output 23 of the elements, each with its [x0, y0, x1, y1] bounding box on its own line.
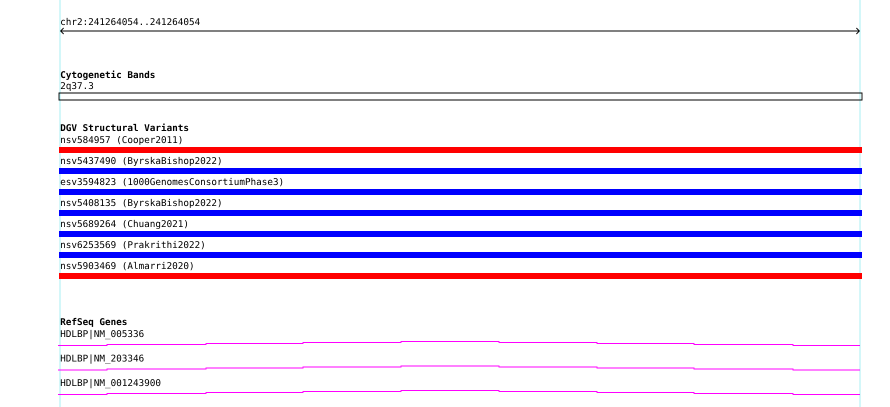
cytoband-feature: 2q37.3: [58, 82, 862, 100]
variant-bar: esv3594823 (1000GenomesConsortiumPhase3): [59, 178, 862, 195]
node-label: nsv5689264 (Chuang2021): [61, 220, 188, 229]
variant-bar: nsv6253569 (Prakrithi2022): [59, 240, 862, 258]
variant-bar: nsv5437490 (ByrskaBishop2022): [59, 156, 862, 174]
variant-bar: nsv584957 (Cooper2011): [59, 136, 862, 153]
variant-bar: nsv5903469 (Almarri2020): [59, 262, 862, 279]
gene-feature: HDLBP|NM_001243900: [58, 378, 860, 395]
gene-feature: HDLBP|NM_203346: [58, 354, 860, 370]
node-label: nsv5437490 (ByrskaBishop2022): [61, 156, 221, 166]
node-label: esv3594823 (1000GenomesConsortiumPhase3): [60, 178, 282, 186]
track-heading: DGV Structural Variants: [60, 123, 188, 132]
gene-feature: HDLBP|NM_005336: [58, 330, 860, 346]
variant-bar: nsv5689264 (Chuang2021): [59, 220, 862, 237]
track-heading: RefSeq Genes: [60, 318, 127, 327]
track-heading: Cytogenetic Bands: [60, 70, 155, 80]
node-label: nsv6253569 (Prakrithi2022): [61, 240, 204, 250]
coordinate-label: chr2:241264054..241264054: [61, 18, 200, 26]
node-label: nsv5408135 (ByrskaBishop2022): [61, 198, 221, 208]
node-label: 2q37.3: [60, 82, 94, 91]
node-label: nsv5903469 (Almarri2020): [61, 262, 193, 270]
variant-bar: nsv5408135 (ByrskaBishop2022): [59, 198, 862, 216]
node-label: nsv584957 (Cooper2011): [61, 136, 182, 145]
